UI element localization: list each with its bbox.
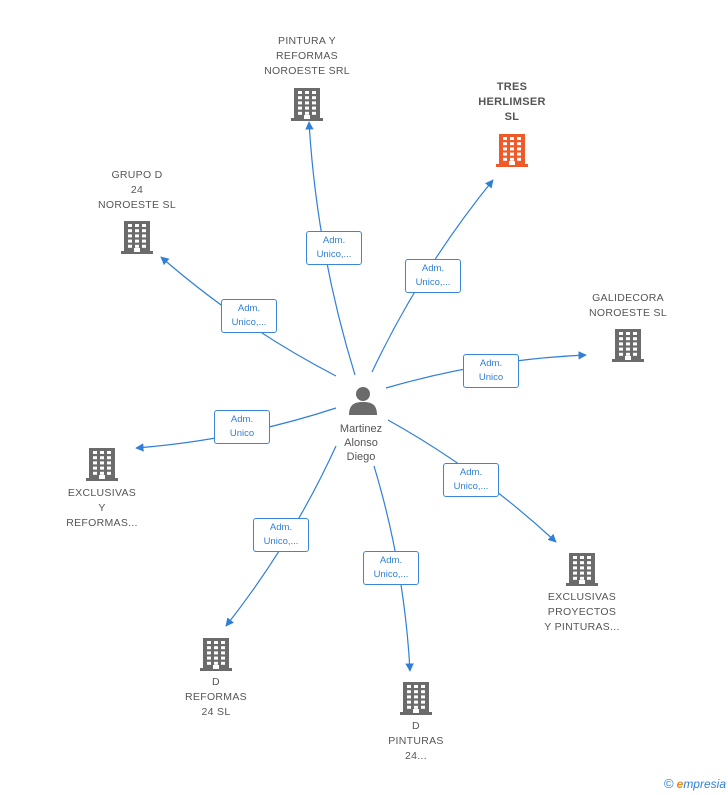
- company-name-line: PINTURAS: [388, 735, 444, 747]
- relation-label-d-pinturas[interactable]: Adm. Unico,...: [363, 551, 419, 585]
- company-name-line: SL: [504, 111, 520, 123]
- company-name[interactable]: D REFORMAS 24 SL: [146, 675, 286, 720]
- person-name-line: Diego: [346, 451, 376, 463]
- company-name-line: NOROESTE SL: [98, 199, 176, 211]
- relation-label-pintura[interactable]: Adm. Unico,...: [306, 231, 362, 265]
- company-name-line: NOROESTE SRL: [264, 65, 350, 77]
- relation-label-line: Adm.: [237, 303, 261, 314]
- relation-label-exclusivas-p[interactable]: Adm. Unico,...: [443, 463, 499, 497]
- company-name-line: 24 SL: [201, 706, 231, 718]
- relation-label-tres[interactable]: Adm. Unico,...: [405, 259, 461, 293]
- company-name[interactable]: D PINTURAS 24...: [346, 719, 486, 764]
- center-person-name[interactable]: Martinez Alonso Diego: [311, 422, 411, 464]
- relation-label-line: Unico,...: [316, 249, 352, 260]
- relation-label-exclusivas-y[interactable]: Adm. Unico: [214, 410, 270, 444]
- company-name-line: PROYECTOS: [547, 606, 617, 618]
- relation-label-d-reformas[interactable]: Adm. Unico,...: [253, 518, 309, 552]
- relation-label-line: Unico,...: [263, 536, 299, 547]
- building-icon[interactable]: [291, 86, 323, 122]
- company-name-line: GALIDECORA: [592, 292, 664, 304]
- copyright-icon: ©: [664, 776, 674, 791]
- footer-brand: ©empresia: [664, 776, 726, 791]
- relation-label-line: Unico,...: [415, 277, 451, 288]
- company-name-line: D: [212, 676, 220, 688]
- building-icon[interactable]: [86, 446, 118, 482]
- company-name-line: EXCLUSIVAS: [547, 591, 617, 603]
- relation-label-galidecora[interactable]: Adm. Unico: [463, 354, 519, 388]
- company-name[interactable]: GALIDECORA NOROESTE SL: [558, 291, 698, 321]
- company-name-line: REFORMAS...: [66, 517, 138, 529]
- company-name-line: PINTURA Y: [278, 35, 336, 47]
- relation-label-line: Adm.: [459, 467, 483, 478]
- company-name-line: REFORMAS: [185, 691, 247, 703]
- person-name-line: Martinez: [339, 423, 383, 435]
- company-name-line: Y PINTURAS...: [544, 621, 620, 633]
- company-name-line: TRES: [496, 81, 528, 93]
- relation-label-line: Adm.: [322, 235, 346, 246]
- company-name[interactable]: PINTURA Y REFORMAS NOROESTE SRL: [237, 34, 377, 79]
- company-name-line: 24: [130, 184, 144, 196]
- company-name-line: GRUPO D: [111, 169, 163, 181]
- brand-initial: e: [676, 777, 684, 791]
- building-icon[interactable]: [200, 636, 232, 672]
- company-name[interactable]: EXCLUSIVAS Y REFORMAS...: [32, 486, 172, 531]
- person-icon[interactable]: [347, 384, 379, 416]
- relation-label-line: Unico: [478, 372, 504, 383]
- relation-label-line: Unico,...: [373, 569, 409, 580]
- building-icon[interactable]: [400, 680, 432, 716]
- brand-name: mpresia: [683, 777, 726, 791]
- building-icon[interactable]: [566, 551, 598, 587]
- building-icon[interactable]: [496, 132, 528, 168]
- relation-label-line: Adm.: [421, 263, 445, 274]
- company-name-line: REFORMAS: [276, 50, 338, 62]
- company-name-line: HERLIMSER: [478, 96, 546, 108]
- relation-label-line: Adm.: [230, 414, 254, 425]
- building-icon[interactable]: [121, 219, 153, 255]
- company-name-line: 24...: [405, 750, 427, 762]
- relation-label-line: Adm.: [379, 555, 403, 566]
- relation-label-line: Unico: [229, 428, 255, 439]
- relation-label-grupo[interactable]: Adm. Unico,...: [221, 299, 277, 333]
- company-name[interactable]: EXCLUSIVAS PROYECTOS Y PINTURAS...: [512, 590, 652, 635]
- relation-label-line: Unico,...: [453, 481, 489, 492]
- relation-label-line: Adm.: [479, 358, 503, 369]
- company-name-line: EXCLUSIVAS: [67, 487, 137, 499]
- relation-label-line: Adm.: [269, 522, 293, 533]
- building-icon[interactable]: [612, 327, 644, 363]
- person-name-line: Alonso: [344, 437, 378, 449]
- relation-label-line: Unico,...: [231, 317, 267, 328]
- company-name-line: Y: [98, 502, 106, 514]
- company-name-line: NOROESTE SL: [589, 307, 667, 319]
- company-name-line: D: [412, 720, 420, 732]
- company-name[interactable]: TRES HERLIMSER SL: [442, 80, 582, 125]
